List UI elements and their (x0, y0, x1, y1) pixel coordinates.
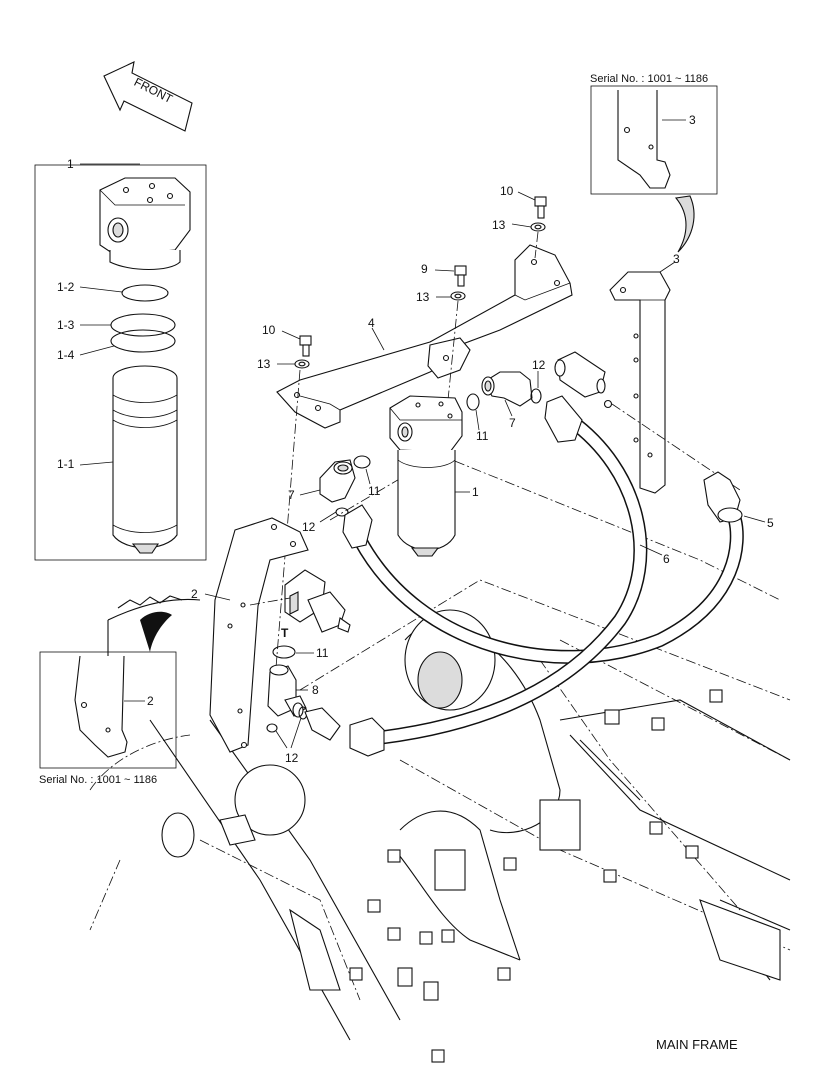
main-frame-caption: MAIN FRAME (656, 1037, 738, 1052)
o-ring-11-right: 11 (466, 393, 489, 443)
callout-9: 9 (421, 262, 428, 276)
bracket-3-inset-label: 3 (689, 113, 696, 127)
callout-4: 4 (368, 316, 375, 330)
o-ring-1-4 (110, 329, 176, 353)
callout-3: 3 (673, 252, 680, 266)
callout-1-3: 1-3 (57, 318, 75, 332)
callout-7-right: 7 (509, 416, 516, 430)
filter-kit-label: 1 (67, 157, 74, 171)
callout-1-2: 1-2 (57, 280, 75, 294)
bracket-2-inset: 2 Serial No. : 1001 ~ 1186 (39, 611, 177, 786)
o-ring-12-right: 12 (530, 358, 546, 404)
filter-assembly-1: 1 (389, 395, 479, 557)
callout-10-top: 10 (500, 184, 514, 198)
hose-6: 6 (342, 395, 744, 757)
o-ring-1-2 (121, 284, 169, 302)
callout-10-left: 10 (262, 323, 276, 337)
o-ring-11-bottom: 11 (272, 645, 329, 660)
washer-13-top: 13 (492, 218, 546, 232)
callout-5: 5 (767, 516, 774, 530)
filter-kit-inset: 1 1-2 1-3 (34, 157, 207, 561)
bolt-10-left: 10 (262, 323, 312, 357)
callout-8: 8 (312, 683, 319, 697)
bracket-2-serial: Serial No. : 1001 ~ 1186 (39, 774, 157, 786)
callout-11-right: 11 (476, 429, 489, 443)
bracket-3-serial: Serial No. : 1001 ~ 1186 (590, 73, 708, 85)
callout-12-bottom: 12 (285, 751, 299, 765)
elbow-7-right: 7 (481, 371, 533, 430)
tee-8: 8 (267, 664, 319, 718)
sensor-block: T (249, 569, 351, 640)
bracket-2-inset-label: 2 (147, 694, 154, 708)
callout-1: 1 (472, 485, 479, 499)
callout-11-bottom: 11 (316, 646, 329, 660)
bracket-3: 3 (609, 252, 680, 494)
fitting-5: 5 (703, 471, 774, 530)
mounting-plate-4: 4 (276, 244, 573, 429)
o-ring-11-left: 11 (353, 455, 381, 498)
port-T-label: T (281, 626, 289, 640)
o-ring-12-left: 12 (302, 507, 349, 534)
callout-1-4: 1-4 (57, 348, 75, 362)
elbow-7-left: 7 (288, 459, 356, 503)
frame-blocks (349, 689, 723, 1063)
front-arrow: FRONT (103, 61, 193, 132)
callout-1-1: 1-1 (57, 457, 75, 471)
check-valve (554, 351, 613, 409)
callout-13-top: 13 (492, 218, 506, 232)
bracket-2: 2 (191, 517, 309, 753)
callout-13-mid: 13 (416, 290, 430, 304)
main-frame-outline (89, 454, 791, 1063)
bolt-9: 9 (421, 262, 467, 287)
callout-11-left: 11 (368, 484, 381, 498)
callout-12-left: 12 (302, 520, 316, 534)
washer-13-mid: 13 (416, 290, 466, 304)
bracket-3-inset: Serial No. : 1001 ~ 1186 3 (590, 73, 718, 253)
bolt-10-top: 10 (500, 184, 547, 219)
washer-13-left: 13 (257, 357, 310, 371)
callout-7-left: 7 (288, 488, 295, 502)
filter-head (99, 177, 191, 270)
callout-12-right: 12 (532, 358, 546, 372)
callout-6: 6 (663, 552, 670, 566)
callout-2: 2 (191, 587, 198, 601)
filter-element (112, 365, 178, 554)
callout-13-left: 13 (257, 357, 271, 371)
